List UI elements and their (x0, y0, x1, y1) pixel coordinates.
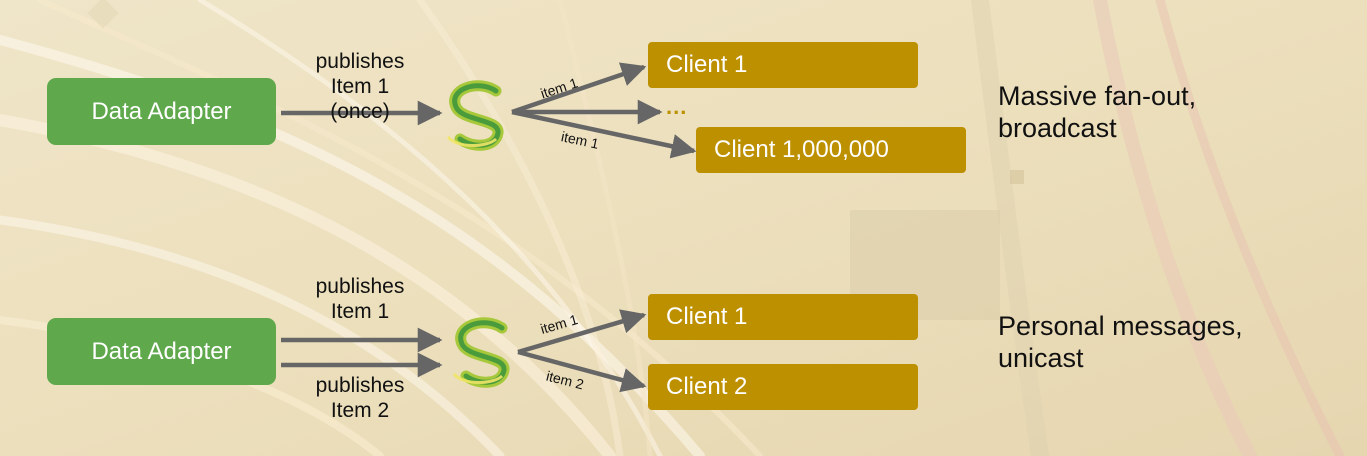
ellipsis-marker: ... (666, 94, 688, 119)
unicast-arrow-client-2 (517, 349, 647, 393)
publish-line: Item 1 (330, 300, 390, 323)
publish-line: (once) (330, 100, 390, 123)
publish-line: publishes (315, 374, 405, 397)
publish-line: publishes (315, 275, 405, 298)
description-line: unicast (998, 343, 1084, 373)
publish-line: publishes (315, 50, 405, 73)
publish-label-item-2: publishes Item 2 (285, 373, 435, 423)
client-box: Client 1 (648, 42, 918, 88)
description-line: broadcast (998, 113, 1117, 143)
server-logo-icon (446, 80, 504, 151)
unicast-arrow-client-1 (517, 309, 647, 355)
publish-line: Item 2 (330, 399, 390, 422)
fanout-arrow-client-million (511, 109, 697, 159)
data-adapter-top: Data Adapter (47, 78, 276, 145)
publish-label-top: publishes Item 1 (once) (285, 49, 435, 124)
description-line: Personal messages, (998, 311, 1243, 341)
description-line: Massive fan-out, (998, 81, 1197, 111)
client-box: Client 2 (648, 364, 918, 410)
description-top: Massive fan-out, broadcast (998, 80, 1196, 144)
fanout-arrow-client-1 (511, 62, 647, 115)
data-adapter-bottom: Data Adapter (47, 318, 276, 385)
server-logo-icon (452, 317, 510, 388)
publish-line: Item 1 (330, 75, 390, 98)
publish-label-item-1: publishes Item 1 (285, 274, 435, 324)
client-box: Client 1,000,000 (696, 127, 966, 173)
client-box: Client 1 (648, 294, 918, 340)
description-bottom: Personal messages, unicast (998, 310, 1243, 374)
